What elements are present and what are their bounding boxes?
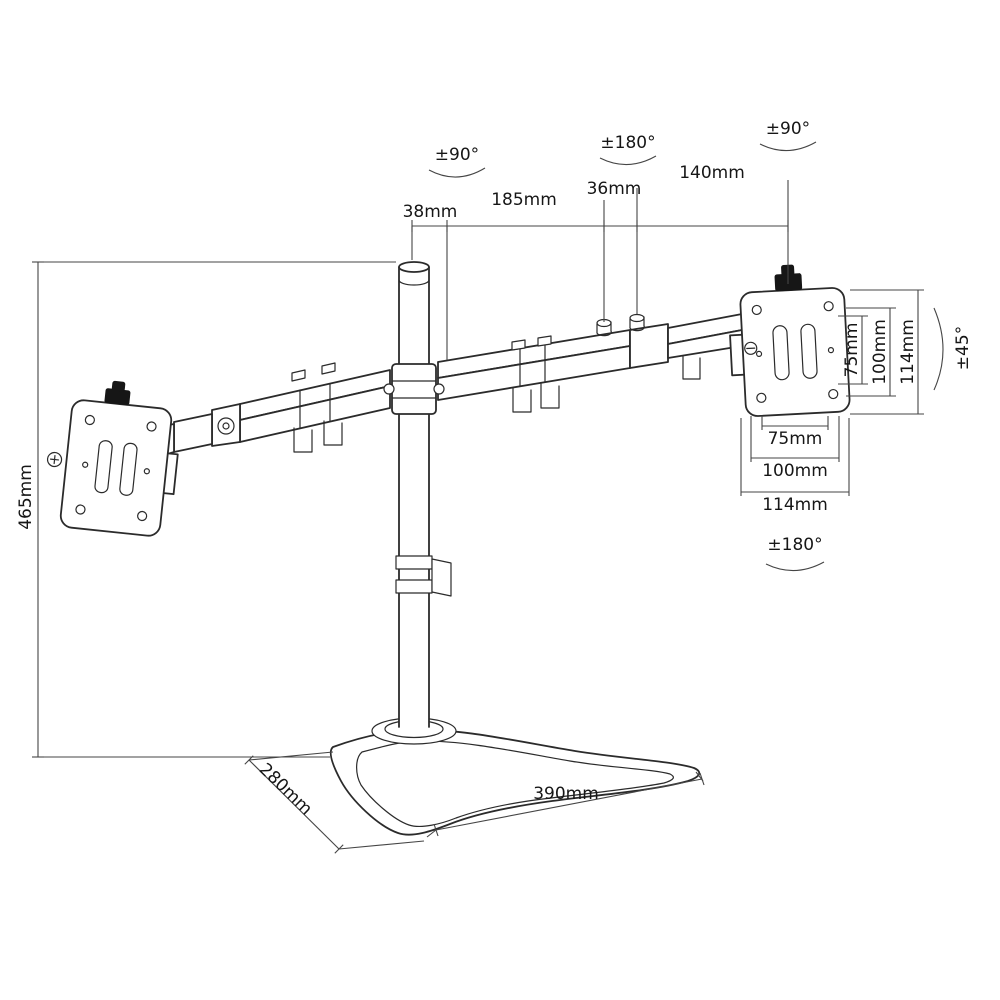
vesa-h75-label: 75mm: [768, 429, 823, 449]
cable-clip: [395, 555, 452, 597]
pole-offset-label: 38mm: [403, 202, 458, 222]
stand-height-label: 465mm: [16, 464, 36, 530]
joint-spacing-label: 36mm: [587, 179, 642, 199]
tilt-label: ±45°: [953, 326, 973, 370]
dim-plate-rotation: ±180°: [765, 535, 825, 572]
hanging-cable-clip: [682, 355, 701, 380]
dim-pole-swivel: ±90°: [428, 145, 486, 178]
vesa-v100-label: 100mm: [870, 319, 890, 385]
mid-hinge: [629, 323, 669, 369]
hanging-cable-clip: [512, 387, 532, 413]
vesa-v114-label: 114mm: [898, 319, 918, 385]
dim-arm-chain: 38mm 185mm 36mm 140mm: [403, 163, 789, 360]
pivot-screw: [744, 341, 758, 355]
dim-mid-joint-swivel: ±180°: [599, 133, 657, 166]
end-joint-swivel-label: ±90°: [766, 119, 810, 139]
dim-stand-height: 465mm: [16, 261, 396, 758]
right-vesa-plate: [729, 264, 851, 417]
cable-clip-top: [291, 369, 306, 382]
dim-vesa-vertical: 75mm 100mm 114mm: [838, 289, 924, 415]
hanging-cable-clip: [293, 427, 313, 453]
hinge-bolt-right: [629, 313, 645, 332]
cable-clip-top: [511, 339, 526, 351]
quick-release-screw: [46, 451, 63, 468]
base-width-label: 390mm: [533, 784, 599, 804]
hanging-cable-clip: [540, 383, 560, 409]
vesa-h114-label: 114mm: [762, 495, 828, 515]
pole-swivel-label: ±90°: [435, 145, 479, 165]
base-depth-label: 280mm: [255, 759, 316, 819]
dim-tilt: ±45°: [933, 307, 973, 391]
right-arm: [437, 310, 759, 413]
pole-collar: [383, 363, 445, 415]
pole: [398, 261, 430, 729]
hinge-bolt-left: [596, 318, 612, 337]
cable-clip-top: [537, 335, 552, 347]
left-vesa-plate: [46, 380, 179, 537]
cable-clip-top: [321, 362, 336, 375]
tension-knob: [104, 380, 131, 406]
inner-arm-label: 185mm: [491, 190, 557, 210]
stand-drawing: [46, 261, 851, 836]
dim-base-width: 390mm: [426, 771, 705, 838]
mid-joint-swivel-label: ±180°: [600, 133, 655, 153]
left-arm: [157, 362, 391, 458]
vesa-v75-label: 75mm: [842, 323, 862, 378]
dim-end-joint-swivel: ±90°: [759, 119, 817, 152]
plate-rotation-label: ±180°: [767, 535, 822, 555]
base: [329, 717, 701, 836]
vesa-h100-label: 100mm: [762, 461, 828, 481]
outer-arm-label: 140mm: [679, 163, 745, 183]
pole-cap: [398, 261, 430, 273]
dim-vesa-horizontal: 75mm 100mm 114mm: [740, 416, 850, 515]
hanging-cable-clip: [323, 420, 343, 446]
